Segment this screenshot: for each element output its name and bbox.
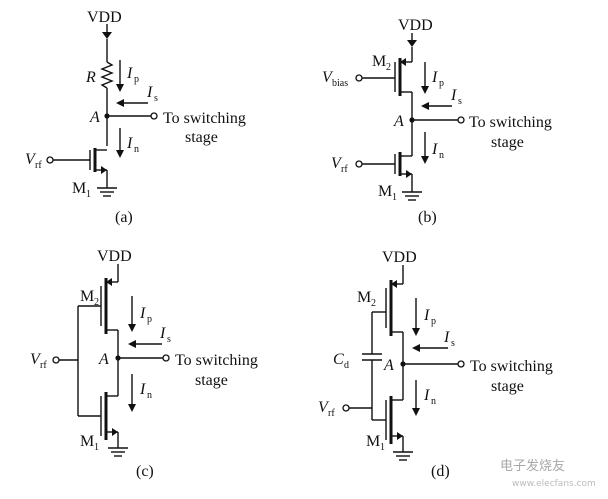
m1-sub-d: 1: [380, 442, 385, 453]
is-label-c: I: [159, 325, 166, 342]
vdd-label-c: VDD: [97, 248, 132, 265]
m1-label-d: M: [366, 433, 380, 450]
vrf-label-d: V: [318, 399, 330, 416]
m2-label-c: M: [80, 288, 94, 305]
node-a-label-d: A: [383, 357, 394, 374]
node-a-label-b: A: [393, 113, 404, 130]
caption-b: (b): [418, 209, 437, 226]
ip-sub-c: p: [147, 314, 152, 325]
vdd-label-d: VDD: [382, 249, 417, 266]
m2-sub-c: 2: [94, 297, 99, 308]
cd-label: C: [333, 351, 344, 368]
m1-label-b: M: [378, 183, 392, 200]
ip-sub-d: p: [431, 316, 436, 327]
m1-label-c: M: [80, 433, 94, 450]
vbias-label: V: [322, 69, 334, 86]
vrf-sub-a: rf: [35, 160, 42, 171]
ip-label-d: I: [423, 307, 430, 324]
m2-sub-b: 2: [386, 62, 391, 73]
circuit-d: VDD M 2 C d V rf I p I s A: [318, 249, 553, 480]
m1-sub-c: 1: [94, 442, 99, 453]
output-terminal-a: [150, 112, 158, 120]
vrf-label-a: V: [25, 151, 37, 168]
vbias-sub: bias: [332, 78, 348, 89]
watermark-logo: 电子发烧友: [500, 458, 565, 474]
stage-a: stage: [185, 129, 218, 146]
in-sub-c: n: [147, 390, 152, 401]
node-a-label-a: A: [89, 109, 100, 126]
m2-label-d: M: [357, 289, 371, 306]
to-switching-d: To switching: [470, 358, 553, 375]
in-label-c: I: [139, 381, 146, 398]
watermark: 电子发烧友 www.elecfans.com: [500, 458, 596, 489]
circuit-a: VDD R I p I s A To switching stage I n: [25, 9, 246, 226]
stage-c: stage: [195, 372, 228, 389]
m2-label-b: M: [372, 53, 386, 70]
is-sub-b: s: [458, 96, 462, 107]
cd-sub: d: [344, 360, 349, 371]
in-label-b: I: [431, 141, 438, 158]
in-sub-b: n: [439, 150, 444, 161]
in-sub-a: n: [134, 144, 139, 155]
vdd-label-a: VDD: [87, 9, 122, 26]
to-switching-c: To switching: [175, 352, 258, 369]
circuit-c: VDD M 2 V rf I p I s A To switching: [30, 248, 258, 480]
resistor-label: R: [85, 69, 96, 86]
m1-sub-b: 1: [392, 192, 397, 203]
to-switching-b: To switching: [469, 114, 552, 131]
ip-sub-a: p: [134, 74, 139, 85]
is-sub-c: s: [167, 334, 171, 345]
in-label-d: I: [423, 387, 430, 404]
resistor-a: [100, 61, 114, 89]
to-switching-a: To switching: [163, 110, 246, 127]
ip-label-a: I: [126, 65, 133, 82]
vrf-label-b: V: [331, 155, 343, 172]
ip-label-c: I: [139, 305, 146, 322]
vrf-sub-c: rf: [40, 360, 47, 371]
caption-d: (d): [431, 463, 450, 480]
vrf-label-c: V: [30, 351, 42, 368]
caption-c: (c): [136, 463, 154, 480]
watermark-url: www.elecfans.com: [512, 479, 596, 489]
ip-sub-b: p: [439, 78, 444, 89]
in-sub-d: n: [431, 396, 436, 407]
vdd-label-b: VDD: [398, 17, 433, 34]
is-sub-a: s: [154, 93, 158, 104]
node-a-label-c: A: [98, 351, 109, 368]
is-label-b: I: [450, 87, 457, 104]
m1-sub-a: 1: [86, 189, 91, 200]
vrf-sub-d: rf: [328, 408, 335, 419]
in-label-a: I: [126, 135, 133, 152]
vdd-arrow-a: [102, 32, 112, 39]
circuit-b: VDD V bias M 2 I p I s A To switching st…: [322, 17, 552, 226]
m2-sub-d: 2: [371, 298, 376, 309]
caption-a: (a): [115, 209, 133, 226]
vrf-sub-b: rf: [341, 164, 348, 175]
m1-label-a: M: [72, 180, 86, 197]
is-label-d: I: [443, 329, 450, 346]
is-sub-d: s: [451, 338, 455, 349]
stage-b: stage: [491, 134, 524, 151]
stage-d: stage: [491, 378, 524, 395]
vrf-terminal-a: [46, 156, 54, 164]
ip-label-b: I: [431, 69, 438, 86]
is-label-a: I: [146, 84, 153, 101]
